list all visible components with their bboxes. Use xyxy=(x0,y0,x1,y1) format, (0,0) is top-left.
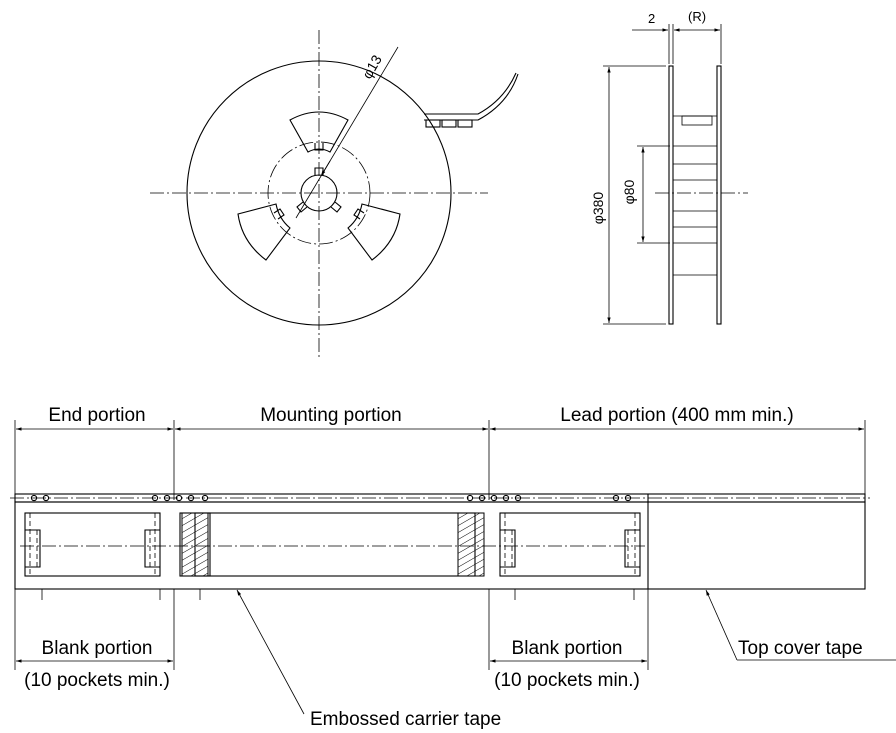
hub-diameter-label: φ80 xyxy=(621,179,637,204)
reel-window-right xyxy=(347,203,401,261)
top-cover-leader xyxy=(705,589,738,661)
mounting-pocket xyxy=(194,512,476,577)
tape-pocket-1 xyxy=(425,119,441,128)
sprocket-hole xyxy=(624,494,632,502)
side-tape-strip xyxy=(681,115,713,126)
sprocket-hole xyxy=(612,494,620,502)
sprocket-hole xyxy=(175,494,183,502)
sprocket-hole xyxy=(514,494,522,502)
tape-leaving-reel-lower xyxy=(424,73,519,121)
reel-window-top xyxy=(289,111,349,153)
carrier-leader xyxy=(236,589,305,715)
reel-window-left xyxy=(237,203,291,261)
outer-diameter-label: φ380 xyxy=(590,192,606,225)
reel-outer-flange xyxy=(186,60,452,326)
sprocket-hole xyxy=(466,494,474,502)
sprocket-hole xyxy=(201,494,209,502)
tape-leaving-reel xyxy=(424,72,517,115)
side-right-flange xyxy=(716,65,722,325)
tape-pocket-3 xyxy=(457,119,473,128)
reel-center-hub xyxy=(300,174,338,212)
hub-notch-top xyxy=(314,143,324,151)
hub-slot-left xyxy=(296,201,308,213)
sprocket-hole xyxy=(490,494,498,502)
side-left-flange xyxy=(668,65,674,325)
sprocket-hole xyxy=(163,494,171,502)
blank-pocket-1-inner xyxy=(29,513,156,576)
hub-dimension-line xyxy=(295,46,399,219)
sprocket-hole xyxy=(42,494,50,502)
flange-gap-label: 2 xyxy=(648,11,655,26)
mounted-part-right xyxy=(457,512,485,577)
sprocket-hole xyxy=(187,494,195,502)
lead-portion-label: Lead portion (400 mm min.) xyxy=(560,405,793,426)
reel-side-view: φ380 φ80 2 (R) xyxy=(590,9,748,325)
carrier-label: Embossed carrier tape xyxy=(310,709,501,730)
sprocket-hole xyxy=(30,494,38,502)
reel-hub-circle xyxy=(267,141,371,245)
blank-pocket-2-detail xyxy=(500,529,640,568)
hub-dimension-arrow xyxy=(320,160,331,177)
sprocket-hole xyxy=(151,494,159,502)
tape-width-label: (R) xyxy=(688,9,706,24)
tape-layout: End portion Mounting portion Lead portio… xyxy=(10,405,896,730)
blank-pocket-2-inner xyxy=(504,513,636,576)
blank-right-label: Blank portion xyxy=(512,638,623,659)
sprocket-hole xyxy=(478,494,486,502)
blank-pocket-2 xyxy=(499,512,641,577)
hub-slot-right xyxy=(330,201,342,213)
tape-pocket-2 xyxy=(441,119,457,128)
blank-pocket-1-detail xyxy=(25,529,160,568)
mounting-portion-label: Mounting portion xyxy=(260,405,402,426)
blank-left-note: (10 pockets min.) xyxy=(24,670,170,691)
blank-pocket-1 xyxy=(24,512,161,577)
blank-right-note: (10 pockets min.) xyxy=(494,670,640,691)
end-portion-label: End portion xyxy=(48,405,145,426)
reel-front-view: φ13 xyxy=(150,30,519,357)
blank-left-label: Blank portion xyxy=(42,638,153,659)
sprocket-hole xyxy=(502,494,510,502)
top-cover-label: Top cover tape xyxy=(738,638,863,659)
sprocket-holes xyxy=(30,494,632,502)
